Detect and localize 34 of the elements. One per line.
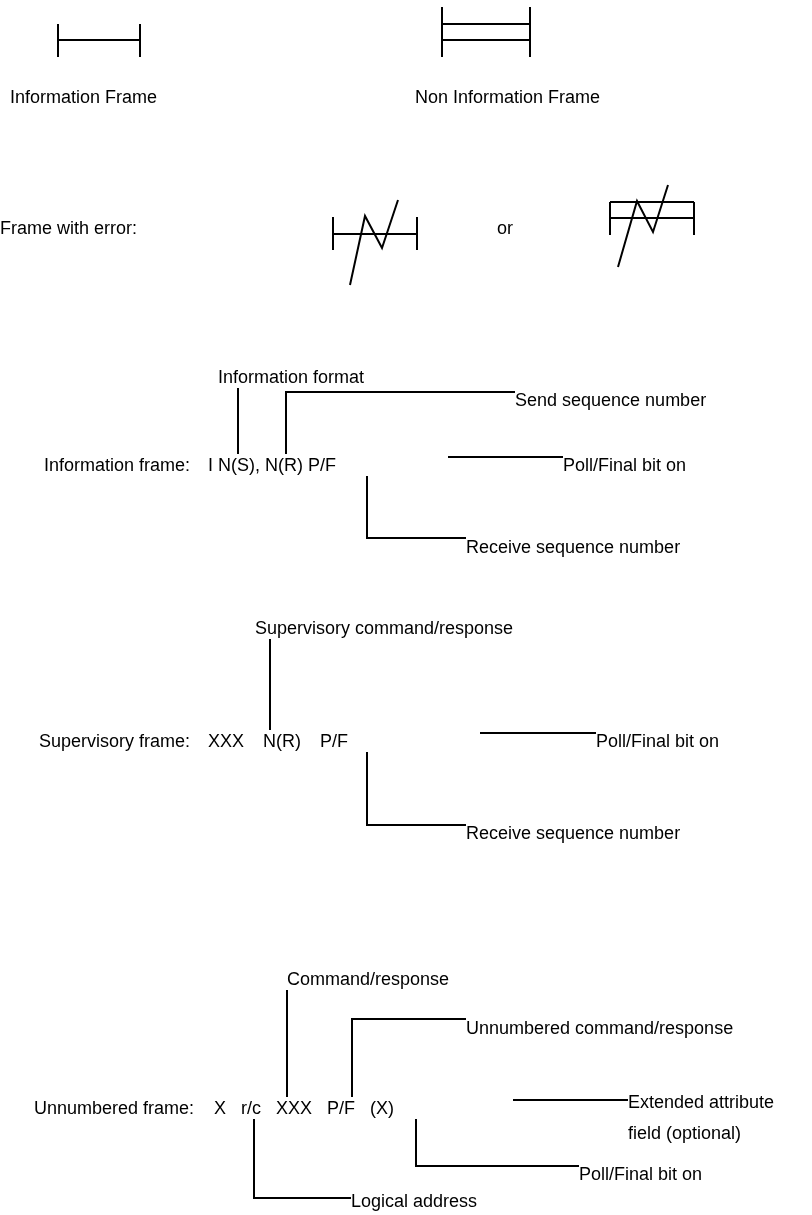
field-description: Receive sequence number bbox=[466, 822, 681, 844]
leader-line bbox=[479, 732, 597, 734]
leader-line bbox=[366, 475, 467, 539]
field-description: Supervisory command/response bbox=[255, 617, 514, 639]
field-description: Poll/Final bit on bbox=[563, 454, 687, 476]
leader-line bbox=[237, 387, 239, 455]
field-description: Unnumbered command/response bbox=[466, 1017, 734, 1039]
leader-line bbox=[351, 1018, 467, 1098]
field-description: Information format bbox=[218, 366, 365, 388]
leader-line bbox=[269, 638, 271, 731]
frame-format-text: X r/c XXX P/F (X) bbox=[214, 1097, 395, 1119]
field-description: Logical address bbox=[351, 1190, 478, 1212]
frame-type-label: Information frame: bbox=[43, 454, 190, 476]
frame-format-text: XXX N(R) P/F bbox=[208, 730, 348, 752]
frame-caption: Information Frame bbox=[10, 86, 158, 108]
frame-type-label: Unnumbered frame: bbox=[33, 1097, 194, 1119]
leader-line bbox=[415, 1118, 580, 1167]
leader-line bbox=[286, 989, 288, 1098]
field-description: Extended attribute field (optional) bbox=[628, 1087, 793, 1149]
frame-type-label: Supervisory frame: bbox=[38, 730, 190, 752]
field-description: Receive sequence number bbox=[466, 536, 681, 558]
frame-format-text: I N(S), N(R) P/F bbox=[208, 454, 336, 476]
field-description: Poll/Final bit on bbox=[596, 730, 720, 752]
field-description: Command/response bbox=[287, 968, 450, 990]
leader-line bbox=[253, 1118, 352, 1199]
leader-line bbox=[512, 1099, 629, 1101]
separator-text: or bbox=[497, 217, 513, 239]
field-description: Send sequence number bbox=[515, 389, 707, 411]
leader-line bbox=[366, 751, 467, 826]
row-label: Frame with error: bbox=[0, 217, 138, 239]
leader-line bbox=[447, 456, 564, 458]
field-description: Poll/Final bit on bbox=[579, 1163, 703, 1185]
frame-caption: Non Information Frame bbox=[415, 86, 601, 108]
leader-line bbox=[285, 391, 516, 455]
